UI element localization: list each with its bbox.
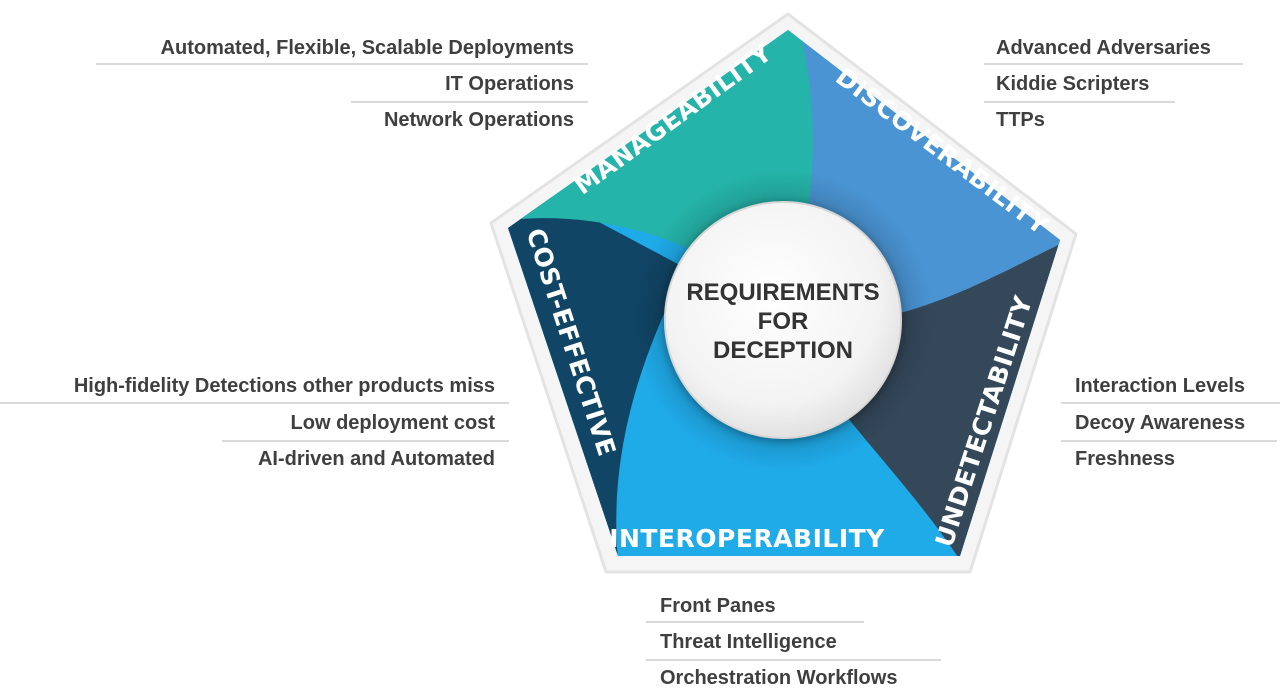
detail-interoperability-3: Orchestration Workflows — [660, 667, 897, 689]
detail-undetectability-2: Decoy Awareness — [1075, 412, 1245, 434]
detail-manageability-1: Automated, Flexible, Scalable Deployment… — [161, 37, 574, 59]
detail-undetectability-3: Freshness — [1075, 448, 1175, 470]
detail-cost-effective-2: Low deployment cost — [291, 412, 496, 434]
detail-interoperability-1: Front Panes — [660, 595, 776, 617]
detail-manageability-2: IT Operations — [445, 73, 574, 95]
center-title-line1: REQUIREMENTS — [686, 279, 879, 306]
detail-dividers — [0, 63, 1280, 661]
segment-cost-effective — [508, 180, 783, 556]
detail-discoverability-1: Advanced Adversaries — [996, 37, 1211, 59]
detail-undetectability-1: Interaction Levels — [1075, 375, 1245, 397]
detail-cost-effective-3: AI-driven and Automated — [258, 448, 495, 470]
center-title-line3: DECEPTION — [713, 337, 853, 364]
detail-cost-effective-1: High-fidelity Detections other products … — [74, 375, 495, 397]
detail-interoperability-2: Threat Intelligence — [660, 631, 837, 653]
segment-title-interoperability: INTEROPERABILITY — [609, 524, 885, 553]
center-title-line2: FOR — [758, 308, 809, 335]
detail-discoverability-2: Kiddie Scripters — [996, 73, 1149, 95]
center-circle — [664, 201, 902, 439]
detail-discoverability-3: TTPs — [996, 109, 1045, 131]
detail-manageability-3: Network Operations — [384, 109, 574, 131]
